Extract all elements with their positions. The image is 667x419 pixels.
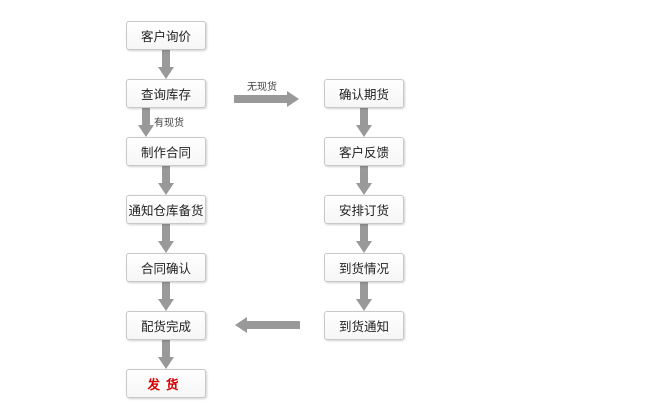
arrow-confirm-to-complete <box>158 282 174 311</box>
node-label: 客户反馈 <box>338 145 389 160</box>
node-confirm-period: 确认期货 <box>324 79 404 108</box>
arrow-arrival-to-notice <box>356 282 372 311</box>
node-make-contract: 制作合同 <box>126 137 206 166</box>
node-customer-feedback: 客户反馈 <box>324 137 404 166</box>
edge-label-in-stock: 有现货 <box>154 118 184 129</box>
node-check-inventory: 查询库存 <box>126 79 206 108</box>
arrow-complete-to-ship <box>158 340 174 369</box>
node-label: 合同确认 <box>140 261 191 276</box>
node-customer-inquiry: 客户询价 <box>126 21 206 50</box>
node-label: 通知仓库备货 <box>128 203 204 218</box>
arrow-period-to-feedback <box>356 108 372 137</box>
node-label: 发货 <box>147 377 185 392</box>
node-label: 配货完成 <box>140 319 191 334</box>
arrow-warehouse-to-confirm <box>158 224 174 253</box>
arrow-feedback-to-order <box>356 166 372 195</box>
node-label: 制作合同 <box>140 145 191 160</box>
node-arrange-order: 安排订货 <box>324 195 404 224</box>
node-notify-warehouse: 通知仓库备货 <box>126 195 206 224</box>
node-ship: 发货 <box>126 369 206 398</box>
arrow-notice-to-complete-left <box>235 317 300 333</box>
arrow-order-to-arrival <box>356 224 372 253</box>
arrow-inquiry-to-inventory <box>158 50 174 79</box>
arrow-no-stock-right <box>234 91 299 107</box>
node-contract-confirm: 合同确认 <box>126 253 206 282</box>
node-label: 到货情况 <box>338 261 389 276</box>
edge-label-no-stock: 无现货 <box>247 82 277 93</box>
node-label: 安排订货 <box>338 203 389 218</box>
node-label: 到货通知 <box>338 319 389 334</box>
arrow-contract-to-warehouse <box>158 166 174 195</box>
node-arrival-notice: 到货通知 <box>324 311 404 340</box>
node-delivery-complete: 配货完成 <box>126 311 206 340</box>
node-label: 查询库存 <box>140 87 191 102</box>
node-label: 确认期货 <box>338 87 389 102</box>
node-arrival-status: 到货情况 <box>324 253 404 282</box>
node-label: 客户询价 <box>140 29 191 44</box>
arrow-inventory-to-contract <box>138 108 154 137</box>
